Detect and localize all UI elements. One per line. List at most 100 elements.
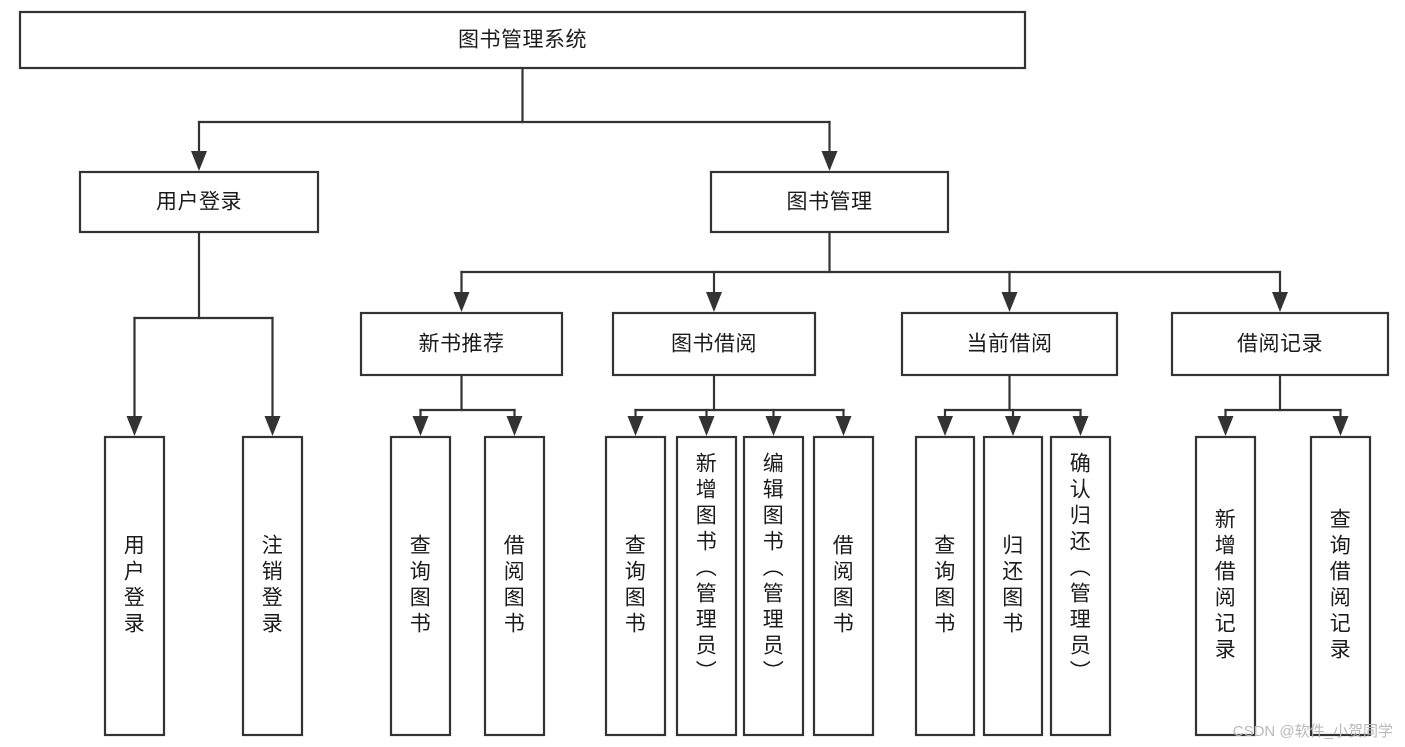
node-label-char: 增 bbox=[1215, 535, 1237, 558]
node-borrow-record[interactable]: 借阅记录 bbox=[1170, 311, 1390, 377]
node-label-char: 图 bbox=[934, 587, 956, 610]
node-box bbox=[78, 170, 320, 234]
node-label-char: 借 bbox=[504, 535, 526, 558]
node-box bbox=[389, 435, 452, 737]
node-box bbox=[611, 311, 817, 377]
connector-arrow bbox=[627, 416, 644, 436]
node-layer: 图书管理系统用户登录图书管理新书推荐图书借阅当前借阅借阅记录用户登录注销登录查询… bbox=[18, 10, 1390, 737]
node-label-char: ︵ bbox=[1070, 557, 1092, 580]
node-label-char: 阅 bbox=[1215, 587, 1237, 610]
node-user-login[interactable]: 用户登录 bbox=[78, 170, 320, 234]
node-label-char: 编 bbox=[763, 453, 785, 476]
node-label: 图书借阅 bbox=[671, 333, 757, 356]
node-label: 图书管理 bbox=[787, 191, 873, 214]
node-label-char: 户 bbox=[124, 561, 146, 584]
node-label-char: 书 bbox=[833, 613, 855, 636]
node-label-char: 借 bbox=[833, 535, 855, 558]
node-label-char: 理 bbox=[696, 609, 718, 632]
node-label-char: 借 bbox=[1330, 561, 1352, 584]
connector-arrow bbox=[1332, 416, 1349, 436]
node-box bbox=[812, 435, 875, 737]
node-box bbox=[1309, 435, 1372, 737]
node-label-char: ︵ bbox=[763, 557, 785, 580]
node-leaf-user-login[interactable]: 用户登录 bbox=[103, 435, 166, 737]
node-label-char: 辑 bbox=[763, 479, 785, 502]
node-box bbox=[709, 170, 950, 234]
node-label-char: 员 bbox=[1070, 635, 1092, 658]
node-label-char: 记 bbox=[1215, 613, 1237, 636]
node-label-char: 图 bbox=[504, 587, 526, 610]
node-label-char: 查 bbox=[410, 535, 432, 558]
node-label: 图书管理系统 bbox=[458, 29, 587, 52]
node-label-char: 管 bbox=[1070, 583, 1092, 606]
node-box bbox=[675, 435, 738, 737]
node-current-borrow[interactable]: 当前借阅 bbox=[900, 311, 1119, 377]
node-label: 当前借阅 bbox=[967, 333, 1053, 356]
node-book-manage[interactable]: 图书管理 bbox=[709, 170, 950, 234]
node-label-char: 用 bbox=[124, 535, 146, 558]
node-box bbox=[241, 435, 304, 737]
connector-arrow bbox=[698, 416, 715, 436]
node-label-char: 图 bbox=[410, 587, 432, 610]
node-label-char: 录 bbox=[262, 613, 284, 636]
node-label-char: 书 bbox=[625, 613, 647, 636]
connector-arrow bbox=[264, 416, 281, 436]
node-label-char: 录 bbox=[1330, 639, 1352, 662]
node-box bbox=[900, 311, 1119, 377]
node-box bbox=[1170, 311, 1390, 377]
connector-arrow bbox=[1005, 416, 1021, 436]
node-label-char: 借 bbox=[1215, 561, 1237, 584]
node-box bbox=[359, 311, 564, 377]
node-new-book-rec[interactable]: 新书推荐 bbox=[359, 311, 564, 377]
node-book-borrow[interactable]: 图书借阅 bbox=[611, 311, 817, 377]
node-label-char: 管 bbox=[763, 583, 785, 606]
node-box bbox=[1049, 435, 1112, 737]
node-label-char: 登 bbox=[124, 587, 146, 610]
node-label-char: 阅 bbox=[1330, 587, 1352, 610]
node-label-char: 新 bbox=[1215, 509, 1237, 532]
node-label-char: 书 bbox=[504, 613, 526, 636]
node-label-char: 登 bbox=[262, 587, 284, 610]
node-label-char: 询 bbox=[934, 561, 956, 584]
node-label-char: 询 bbox=[1330, 535, 1352, 558]
connector-arrow bbox=[706, 292, 722, 312]
node-label-char: 图 bbox=[763, 505, 785, 528]
connector-arrow bbox=[1072, 416, 1089, 436]
node-label-char: 确 bbox=[1070, 453, 1092, 476]
node-root[interactable]: 图书管理系统 bbox=[18, 10, 1027, 70]
node-label: 用户登录 bbox=[156, 191, 242, 214]
connector-arrow bbox=[506, 416, 523, 436]
connector-arrow bbox=[191, 151, 207, 171]
node-box bbox=[914, 435, 976, 737]
node-label-char: 记 bbox=[1330, 613, 1352, 636]
node-label-char: ︶ bbox=[696, 661, 718, 684]
connector-arrow bbox=[821, 151, 838, 171]
node-box bbox=[1194, 435, 1257, 737]
connector-arrow bbox=[937, 416, 953, 436]
node-label: 新书推荐 bbox=[419, 333, 505, 356]
node-box bbox=[103, 435, 166, 737]
node-box bbox=[742, 435, 805, 737]
node-label-char: 书 bbox=[1002, 613, 1024, 636]
node-label-char: 还 bbox=[1070, 531, 1092, 554]
node-label-char: 查 bbox=[934, 535, 956, 558]
node-label-char: 销 bbox=[262, 561, 284, 584]
node-label-char: 书 bbox=[934, 613, 956, 636]
connector-arrow bbox=[412, 416, 429, 436]
connector-layer bbox=[126, 66, 1349, 436]
node-label-char: 员 bbox=[763, 635, 785, 658]
